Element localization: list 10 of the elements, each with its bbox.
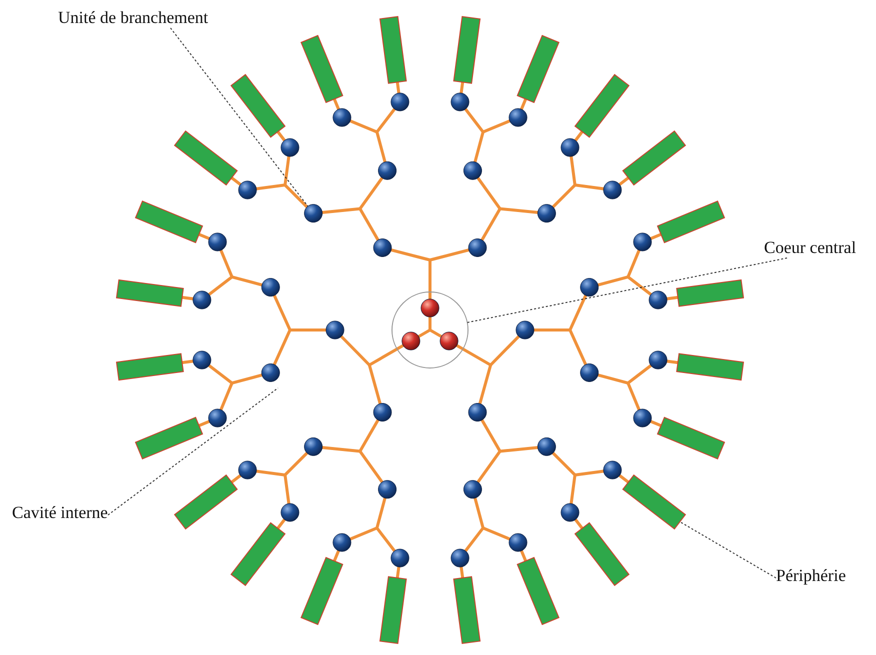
callout-label: Coeur central — [764, 238, 856, 258]
leader-line — [679, 521, 776, 578]
callout-label: Cavité interne — [12, 503, 108, 523]
core-circle — [392, 292, 468, 368]
leader-line — [170, 28, 308, 207]
callout-label: Périphérie — [776, 566, 846, 586]
callout-label: Unité de branchement — [58, 8, 208, 28]
leader-line — [108, 388, 278, 516]
leader-line — [466, 258, 788, 323]
branching-sphere — [304, 204, 323, 223]
